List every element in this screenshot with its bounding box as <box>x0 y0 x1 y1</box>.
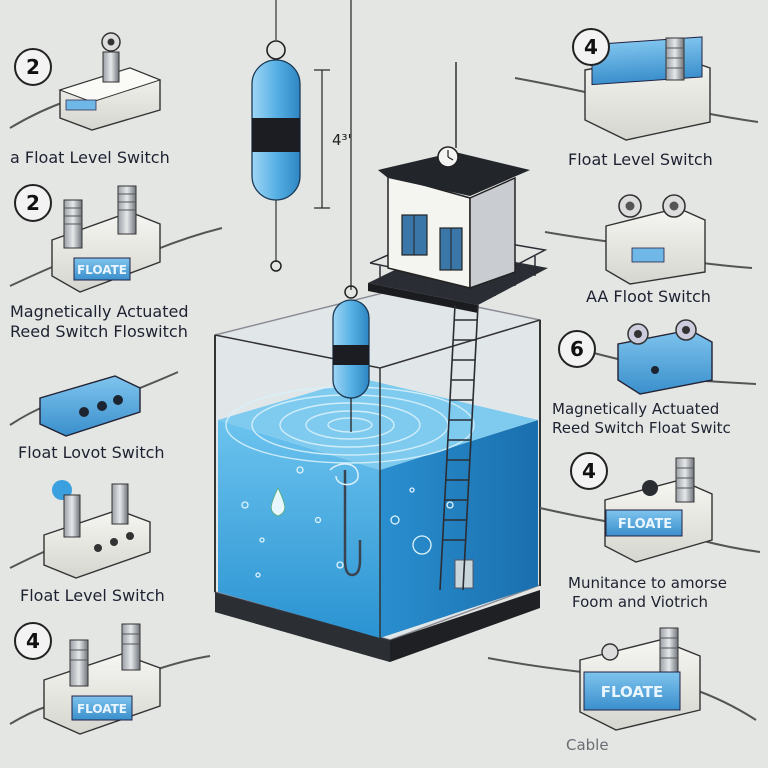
number-badge: 4 <box>570 452 608 490</box>
number-badge: 4 <box>14 622 52 660</box>
label-right-1: Float Level Switch <box>568 150 713 169</box>
label-right-4-line1: Munitance to amorse <box>568 574 727 592</box>
label-left-4: Float Level Switch <box>20 586 165 605</box>
switch-right-4-brand: FLOATE <box>618 517 672 532</box>
label-right-3-line1: Magnetically Actuated <box>552 400 720 418</box>
switch-right-2 <box>544 194 753 285</box>
switch-left-2 <box>9 185 223 293</box>
water-tower-house <box>368 62 548 591</box>
label-right-3-line2: Reed Switch Float Switc <box>552 419 731 437</box>
hanging-float <box>332 0 370 432</box>
switch-left-1 <box>9 32 162 131</box>
label-left-1: a Float Level Switch <box>10 148 170 167</box>
label-right-2: AA Floot Switch <box>586 287 711 306</box>
switch-right-4 <box>539 457 761 563</box>
number-badge: 2 <box>14 184 52 222</box>
label-cable: Cable <box>566 736 609 754</box>
switch-left-2-brand: FLOATE <box>77 263 127 277</box>
switch-right-5-brand: FLOATE <box>601 683 664 701</box>
label-left-3: Float Lovot Switch <box>18 443 165 462</box>
switch-right-3 <box>589 319 757 395</box>
label-left-2-line1: Magnetically Actuated <box>10 302 189 321</box>
number-badge: 4 <box>572 28 610 66</box>
switch-left-4 <box>9 480 151 579</box>
water-tank <box>214 289 541 662</box>
label-right-4-line2: Foom and Viotrich <box>572 593 709 611</box>
number-badge: 2 <box>14 48 52 86</box>
label-left-2-line2: Reed Switch Floswitch <box>10 322 188 341</box>
switch-left-5 <box>9 623 211 735</box>
switch-right-5 <box>487 627 757 731</box>
dimension-float <box>251 0 330 272</box>
switch-right-1 <box>514 36 759 141</box>
switch-left-3 <box>9 371 179 437</box>
switch-left-5-brand: FLOATE <box>77 702 127 716</box>
dimension-label: 4³' <box>332 131 352 149</box>
number-badge: 6 <box>558 330 596 368</box>
